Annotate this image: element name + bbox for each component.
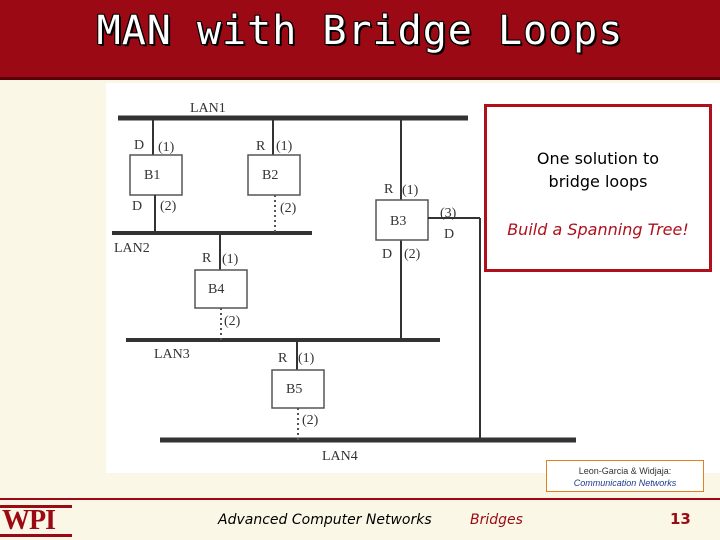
- b3-top-role: R: [384, 182, 394, 197]
- lan4-label: LAN4: [322, 449, 358, 464]
- b4-top-role: R: [202, 251, 212, 266]
- b4-box: [194, 269, 248, 309]
- b2-label: B2: [262, 168, 278, 183]
- callout-text: One solution to bridge loops: [536, 149, 660, 191]
- b5-top-port: (1): [298, 351, 315, 366]
- callout-emphasis: Build a Spanning Tree!: [507, 220, 689, 239]
- b3-bottom-role: D: [382, 247, 392, 262]
- b1-top-role: D: [134, 138, 144, 153]
- b2-bottom-port: (2): [280, 201, 297, 216]
- footer-course: Advanced Computer Networks: [218, 512, 432, 528]
- b5-top-role: R: [278, 351, 288, 366]
- logo-top-bar: [0, 505, 72, 508]
- b3-label: B3: [390, 214, 406, 229]
- lan1-label: LAN1: [190, 101, 226, 116]
- footer-divider: [0, 498, 720, 500]
- credit-book: Communication Networks: [573, 478, 677, 488]
- page-number: 13: [670, 510, 691, 528]
- b2-box: [247, 154, 301, 196]
- lan2-label: LAN2: [114, 241, 150, 256]
- logo-bottom-bar: [0, 534, 72, 537]
- title-bar: MAN with Bridge Loops: [0, 0, 720, 80]
- b4-bottom-port: (2): [224, 314, 241, 329]
- footer-topic: Bridges: [470, 512, 523, 528]
- b3-top-port: (1): [402, 183, 419, 198]
- wpi-logo: WPI: [2, 505, 56, 536]
- b5-bottom-port: (2): [302, 413, 319, 428]
- b1-top-port: (1): [158, 140, 175, 155]
- b1-box: [129, 154, 183, 196]
- b1-bottom-port: (2): [160, 199, 177, 214]
- b3-bottom-port: (2): [404, 247, 421, 262]
- b2-top-port: (1): [276, 139, 293, 154]
- b3-side-port: (3): [440, 206, 457, 221]
- b1-bottom-role: D: [132, 199, 142, 214]
- source-credit: Leon-Garcia & Widjaja: Communication Net…: [546, 460, 704, 492]
- b5-label: B5: [286, 382, 302, 397]
- b3-box: [375, 199, 429, 241]
- solution-callout: One solution to bridge loops Build a Spa…: [484, 104, 712, 272]
- b1-label: B1: [144, 168, 160, 183]
- credit-authors: Leon-Garcia & Widjaja:: [578, 466, 672, 476]
- b4-top-port: (1): [222, 252, 239, 267]
- slide-title: MAN with Bridge Loops: [96, 8, 624, 54]
- b4-label: B4: [208, 282, 224, 297]
- b2-top-role: R: [256, 139, 266, 154]
- lan3-label: LAN3: [154, 347, 190, 362]
- b3-side-role: D: [444, 227, 454, 242]
